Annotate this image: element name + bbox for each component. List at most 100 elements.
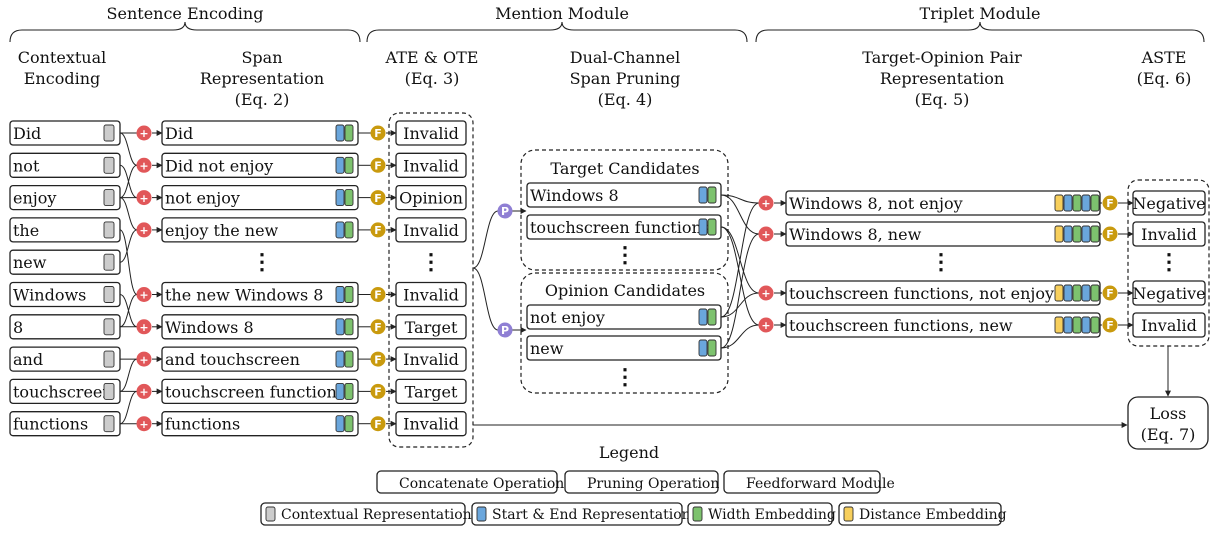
legend-pruning-label: Pruning Operation [587, 476, 719, 492]
opinion-ellipsis: ⋮ [614, 364, 636, 390]
concat-operation-icon: + [136, 287, 152, 302]
contextual-rep-chip [103, 318, 115, 336]
width-chip [707, 308, 717, 326]
opinion-candidate-label: not enjoy [530, 308, 605, 327]
operator-circle [1102, 195, 1118, 211]
span-box [161, 378, 359, 405]
start-end-chip [1081, 225, 1091, 243]
start-end-chip [1081, 194, 1091, 212]
operator-circle [370, 125, 386, 141]
concat-operation-icon: + [136, 157, 152, 173]
opinion-candidates-title: Opinion Candidates [545, 281, 705, 300]
operator-circle [1102, 317, 1118, 333]
start-end-chip [698, 339, 708, 357]
width-chip [1072, 316, 1082, 334]
section-triplet-module: Triplet Module [920, 4, 1041, 23]
mention-group-border [388, 112, 474, 448]
mention-label-box [395, 346, 467, 372]
opinion-candidate-box [526, 335, 722, 361]
operator-glyph: F [1106, 287, 1114, 300]
legend-title: Legend [599, 443, 659, 462]
mention-label-box [395, 184, 467, 211]
sentiment-label-box [1132, 280, 1206, 306]
operator-circle [758, 226, 774, 242]
diagram-boxes: DidnotenjoythenewWindows8andtouchscreenf… [9, 112, 1210, 450]
start-end-chip [335, 156, 345, 174]
legend-contextual-label: Contextual Representation [281, 507, 472, 523]
width-chip [1072, 194, 1082, 212]
contextual-rep-chip [103, 189, 115, 207]
col-header-span-1: Span [241, 48, 282, 67]
operator-glyph: + [761, 319, 770, 332]
col-header-ate-1: ATE & OTE [385, 48, 479, 67]
width-chip [1072, 284, 1082, 302]
operator-circle [136, 351, 152, 367]
operator-circle [497, 203, 513, 219]
operator-glyph: + [139, 386, 148, 399]
col-header-aste-1: ASTE [1141, 48, 1187, 67]
operator-glyph: F [374, 192, 382, 205]
operator-circle [370, 319, 386, 335]
token-label: Did [13, 124, 41, 143]
operator-glyph: + [139, 321, 148, 334]
operator-circle [758, 317, 774, 333]
span-label: touchscreen functions [165, 382, 345, 401]
start-end-chip [1063, 316, 1073, 334]
width-chip [344, 382, 354, 400]
col-header-pruning-3: (Eq. 4) [598, 90, 653, 109]
legend-distance-chip [843, 506, 854, 522]
connector-curve [472, 210, 499, 269]
start-end-chip [1063, 225, 1073, 243]
width-chip [344, 124, 354, 142]
operator-glyph: F [374, 289, 382, 302]
legend-start-end-label: Start & End Representation [492, 507, 691, 523]
start-end-chip [1081, 316, 1091, 334]
concat-operation-icon: + [758, 226, 774, 242]
operator-circle [370, 383, 386, 399]
operator-glyph: + [139, 160, 148, 173]
span-label: and touchscreen [165, 350, 300, 369]
operator-glyph: F [374, 418, 382, 431]
connector-curve [720, 292, 760, 318]
brace-mention-module [366, 21, 748, 43]
mention-label-text: Invalid [403, 415, 459, 434]
concat-operation-icon: + [136, 190, 152, 206]
col-header-pair-1: Target-Opinion Pair [862, 48, 1022, 67]
connector-curve [119, 229, 138, 263]
operator-circle [370, 190, 386, 206]
mention-label-box [395, 120, 467, 146]
operator-circle [136, 319, 152, 335]
target-ellipsis: ⋮ [614, 242, 636, 268]
operator-circle [370, 416, 386, 432]
token-label: and [13, 350, 43, 369]
legend-start-end-item [471, 502, 683, 526]
connector-curve [720, 324, 760, 349]
operator-circle [136, 157, 152, 173]
token-box [9, 378, 121, 405]
operator-circle [136, 383, 152, 399]
target-candidate-box [526, 214, 722, 240]
span-label: Did not enjoy [165, 156, 273, 175]
span-label: not enjoy [165, 189, 240, 208]
feedforward-module-icon: F [1102, 226, 1118, 242]
section-mention-module: Mention Module [495, 4, 629, 23]
col-header-contextual-1: Contextual [18, 48, 107, 67]
operator-glyph: F [1106, 319, 1114, 332]
feedforward-module-icon: F [370, 222, 386, 238]
span-box [161, 314, 359, 340]
start-end-chip [698, 186, 708, 204]
connector-curve [119, 358, 138, 392]
connector-curve [119, 197, 138, 231]
connector-curve [720, 233, 760, 349]
mention-label-text: Target [405, 318, 458, 337]
pair-box [785, 280, 1101, 306]
operator-circle [136, 222, 152, 238]
operator-circle [758, 195, 774, 211]
contextual-rep-chip [103, 350, 115, 368]
pair-label: Windows 8, new [789, 225, 922, 244]
legend-distance-label: Distance Embedding [859, 507, 1007, 523]
concat-operation-icon: + [136, 416, 152, 432]
target-candidate-label: Windows 8 [530, 186, 619, 205]
connector-curve [720, 226, 760, 294]
concat-operation-icon: + [758, 285, 774, 301]
